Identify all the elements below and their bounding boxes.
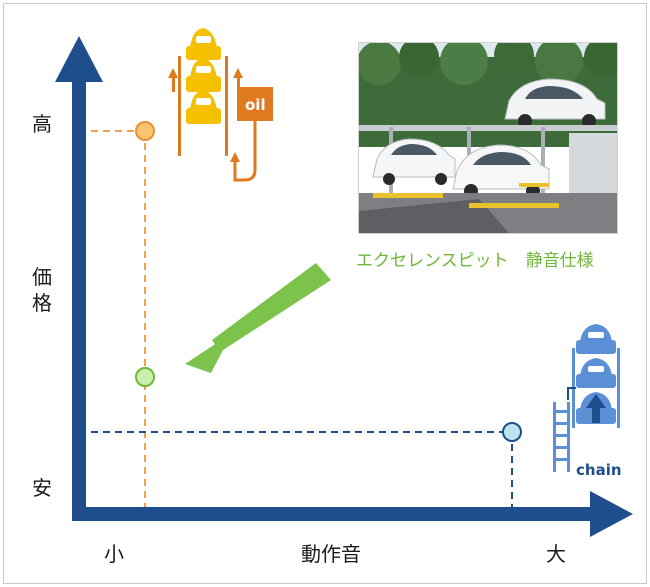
x-axis-arrowhead — [590, 491, 633, 537]
x-axis-line — [72, 507, 592, 521]
y-axis-low-label: 安 — [32, 476, 52, 500]
photo-caption: エクセレンスピット 静音仕様 — [356, 251, 594, 271]
x-axis-title: 動作音 — [301, 542, 361, 566]
parking-photo — [358, 42, 618, 234]
hydraulic-point — [135, 121, 155, 141]
y-axis-line — [72, 80, 86, 516]
chain-point — [502, 422, 522, 442]
y-axis-arrowhead — [55, 36, 103, 82]
x-axis-large-label: 大 — [546, 542, 566, 566]
chain-label: chain — [576, 461, 622, 479]
green-pointer-arrow-icon — [185, 263, 331, 373]
y-axis-title: 価格 — [32, 265, 52, 315]
axes — [55, 36, 633, 537]
x-axis-small-label: 小 — [104, 542, 124, 566]
chain-parking-icon — [553, 324, 620, 472]
oil-label: oil — [245, 96, 266, 114]
y-axis-high-label: 高 — [32, 112, 52, 136]
excellence-pit-point — [135, 367, 155, 387]
hydraulic-parking-icon — [168, 28, 273, 182]
